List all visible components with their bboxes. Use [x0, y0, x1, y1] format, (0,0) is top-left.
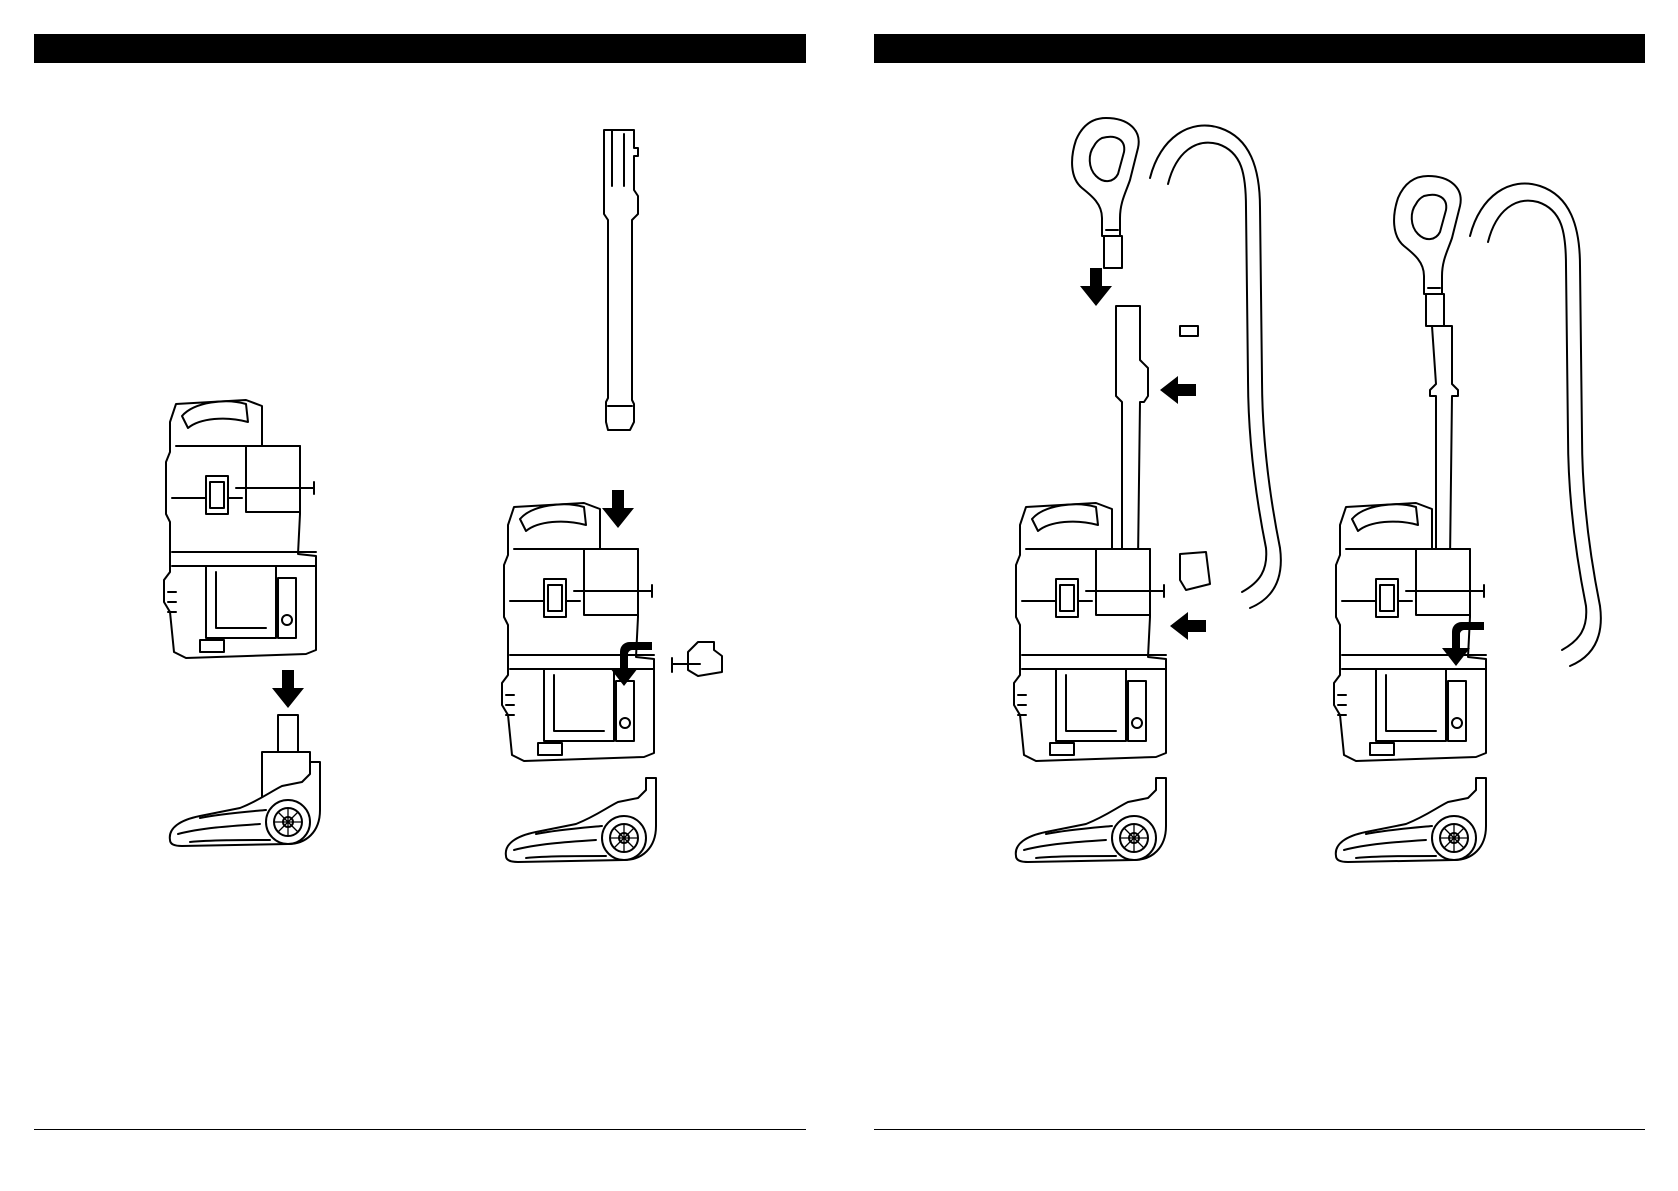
figure-4-assembled [1334, 176, 1601, 862]
figure-1-pod-onto-nozzle [164, 400, 320, 846]
figure-2-wand-insertion [502, 130, 722, 862]
figure-3-handle-and-hose [1014, 118, 1281, 862]
